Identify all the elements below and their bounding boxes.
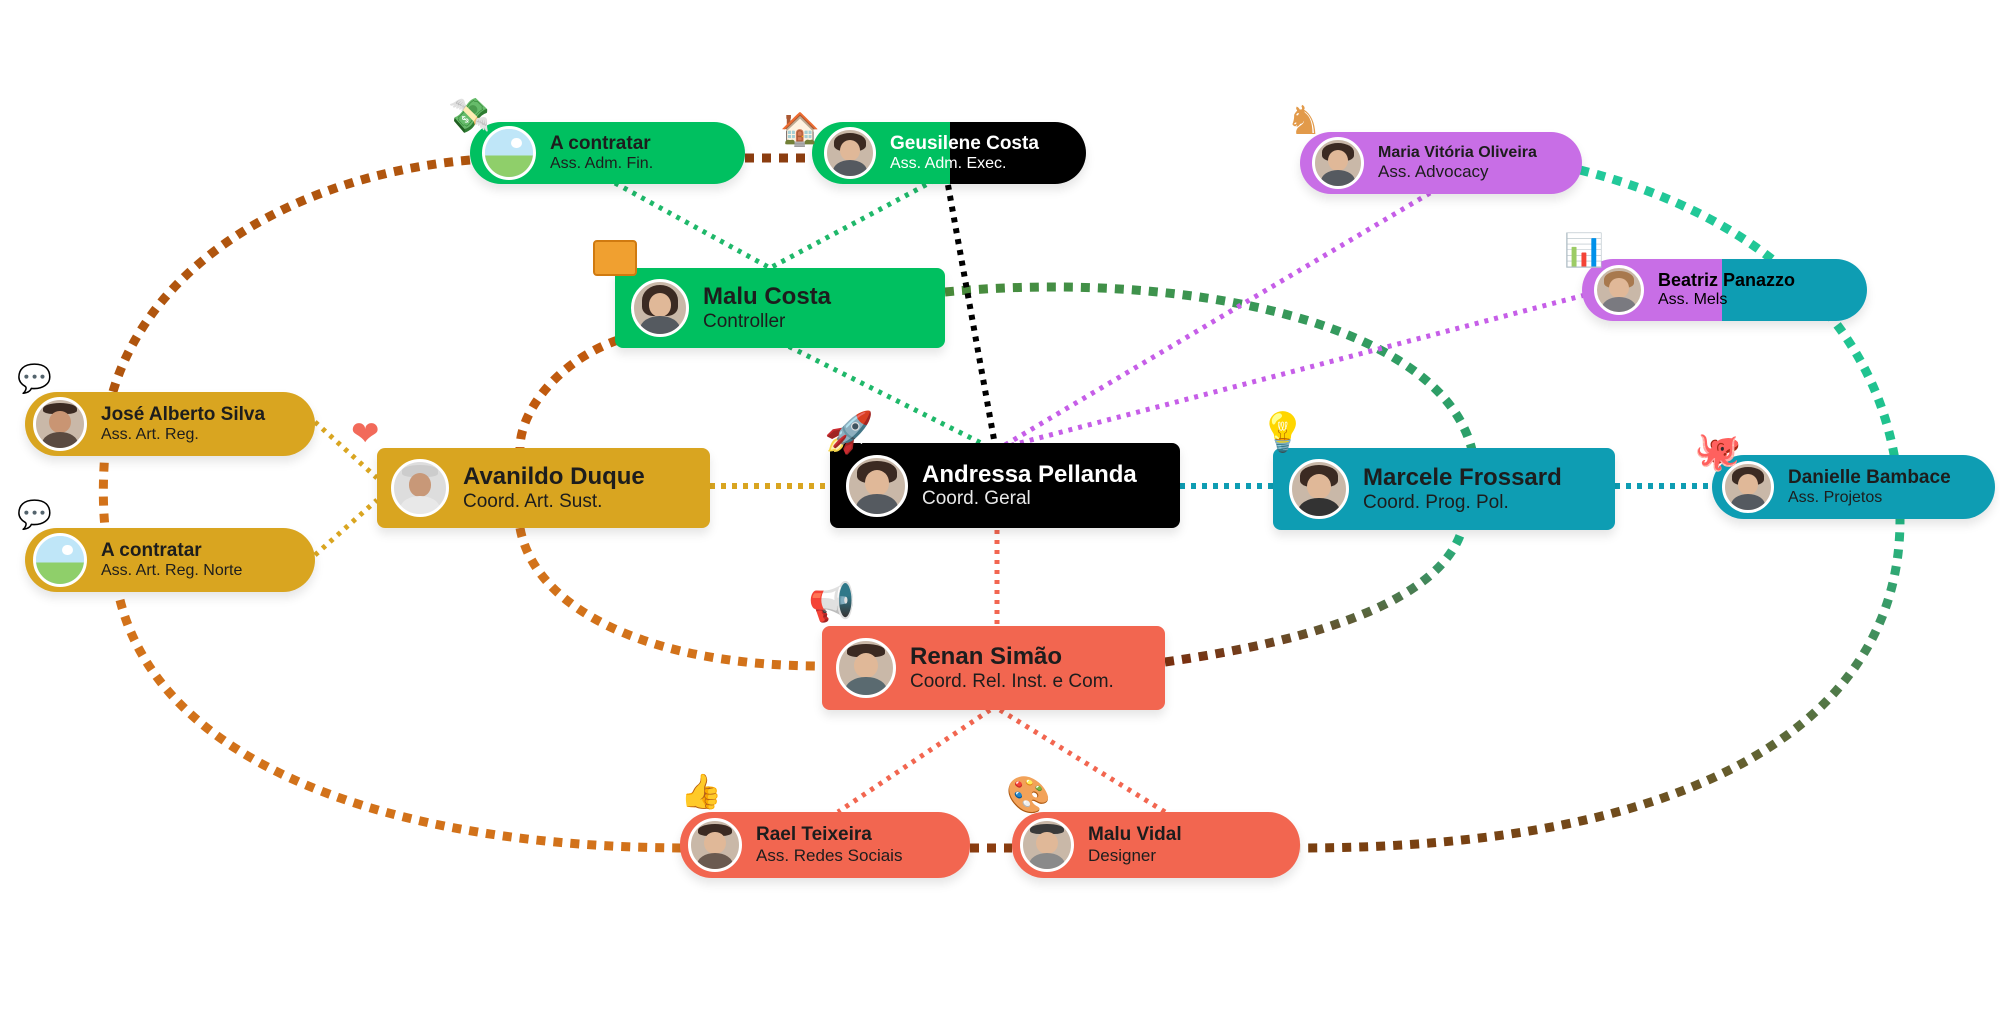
person-role: Coord. Geral [922, 488, 1031, 510]
inner-loop-left-bottom [515, 527, 823, 671]
inner-loop-top-right [944, 282, 1477, 452]
rocket-icon: 🚀 [824, 410, 874, 456]
person-role: Controller [703, 310, 786, 332]
node-malu-vidal[interactable]: Malu Vidal Designer 🎨 [1006, 775, 1300, 878]
inner-loop-left-top [515, 335, 620, 449]
chat-bubbles-icon: 💬 [17, 362, 52, 395]
outer-loop-left-top [107, 155, 471, 397]
link-contratar-norte-avanildo [313, 498, 379, 557]
person-role: Ass. Advocacy [1378, 162, 1489, 182]
avatar [1594, 265, 1644, 315]
outer-loop-left-mid [98, 394, 120, 582]
chart-magnifier-icon: 📊 [1564, 231, 1604, 269]
person-name: Rael Teixeira [756, 824, 872, 846]
person-name: Danielle Bambace [1788, 466, 1951, 488]
person-name: Marcele Frossard [1363, 464, 1562, 492]
person-name: José Alberto Silva [101, 403, 266, 425]
person-role: Ass. Redes Sociais [756, 846, 903, 866]
node-malu-costa[interactable]: Malu Costa Controller [593, 240, 945, 348]
person-role: Ass. Art. Reg. Norte [101, 561, 243, 579]
node-avanildo-duque[interactable]: Avanildo Duque Coord. Art. Sust. ❤ [351, 414, 710, 528]
person-role: Ass. Art. Reg. [101, 425, 199, 443]
money-icon: 💸 [448, 96, 491, 136]
person-role: Ass. Projetos [1788, 488, 1883, 506]
node-renan-simao[interactable]: Renan Simão Coord. Rel. Inst. e Com. 📢 [808, 580, 1165, 710]
safe-icon [593, 240, 637, 276]
person-name: Geusilene Costa [890, 132, 1039, 154]
avatar [1289, 459, 1349, 519]
avatar [824, 127, 876, 179]
avatar [33, 397, 87, 451]
avatar [1312, 137, 1364, 189]
octopus-icon: 🐙 [1694, 429, 1742, 473]
link-maria-andressa [1003, 190, 1432, 448]
social-like-icon: 👍 [680, 772, 723, 812]
person-role: Ass. Adm. Fin. [550, 154, 654, 172]
palette-icon: 🎨 [1006, 775, 1051, 816]
lightbulb-icon: 💡 [1259, 410, 1307, 454]
node-contratar-adm-fin[interactable]: A contratar Ass. Adm. Fin. 💸 [448, 96, 745, 184]
person-role: Ass. Adm. Exec. [890, 154, 1007, 172]
person-name: Beatriz Panazzo [1658, 270, 1796, 291]
avatar [391, 459, 449, 517]
link-jose-avanildo [313, 420, 379, 480]
person-role: Ass. Mels [1658, 291, 1728, 309]
person-name: Avanildo Duque [463, 463, 645, 491]
node-jose-alberto-silva[interactable]: José Alberto Silva Ass. Art. Reg. 💬 [17, 362, 315, 456]
avatar [1020, 818, 1074, 872]
node-rael-teixeira[interactable]: Rael Teixeira Ass. Redes Sociais 👍 [680, 772, 970, 878]
heart-hands-icon: ❤ [351, 414, 380, 454]
person-role: Coord. Rel. Inst. e Com. [910, 670, 1114, 692]
node-contratar-art-reg-norte[interactable]: A contratar Ass. Art. Reg. Norte 💬 [17, 498, 315, 592]
chess-knight-icon: ♞ [1286, 98, 1322, 144]
person-role: Coord. Prog. Pol. [1363, 491, 1509, 513]
person-name: A contratar [550, 132, 651, 154]
person-name: Andressa Pellanda [922, 460, 1137, 488]
link-malu-andressa [778, 339, 987, 448]
avatar [836, 638, 896, 698]
link-renan-malu-vidal [998, 707, 1167, 815]
avatar [846, 454, 908, 517]
avatar [33, 533, 87, 587]
person-name: Malu Costa [703, 283, 832, 311]
inner-loop-bottom-right [1164, 528, 1467, 667]
node-danielle-bambace[interactable]: Danielle Bambace Ass. Projetos 🐙 [1694, 429, 1995, 519]
node-geusilene-costa[interactable]: Geusilene Costa Ass. Adm. Exec. 🏠 [780, 110, 1086, 184]
link-contratar-malu [613, 180, 772, 271]
person-name: Malu Vidal [1088, 824, 1182, 846]
avatar [631, 279, 689, 337]
node-andressa-pellanda[interactable]: Andressa Pellanda Coord. Geral 🚀 [824, 410, 1180, 528]
person-role: Coord. Art. Sust. [463, 490, 603, 512]
outer-loop-right [1299, 165, 1905, 853]
avatar [1722, 461, 1774, 513]
link-beatriz-andressa [1011, 292, 1586, 448]
megaphone-icon: 📢 [808, 580, 856, 624]
person-role: Designer [1088, 846, 1157, 866]
house-icon: 🏠 [780, 110, 820, 148]
person-name: A contratar [101, 539, 202, 561]
person-name: Renan Simão [910, 643, 1063, 671]
avatar [688, 818, 742, 872]
node-maria-vitoria-oliveira[interactable]: Maria Vitória Oliveira Ass. Advocacy ♞ [1286, 98, 1582, 194]
outer-loop-left-bottom [115, 598, 691, 853]
link-geusilene-malu [768, 177, 937, 271]
node-beatriz-panazzo[interactable]: Beatriz Panazzo Ass. Mels 📊 [1564, 231, 1867, 321]
person-name: Maria Vitória Oliveira [1378, 144, 1537, 162]
node-marcele-frossard[interactable]: Marcele Frossard Coord. Prog. Pol. 💡 [1259, 410, 1615, 530]
chat-bubbles-icon: 💬 [17, 498, 52, 531]
link-geusilene-andressa [945, 184, 998, 446]
avatar [482, 126, 536, 180]
link-renan-rael [836, 707, 992, 815]
